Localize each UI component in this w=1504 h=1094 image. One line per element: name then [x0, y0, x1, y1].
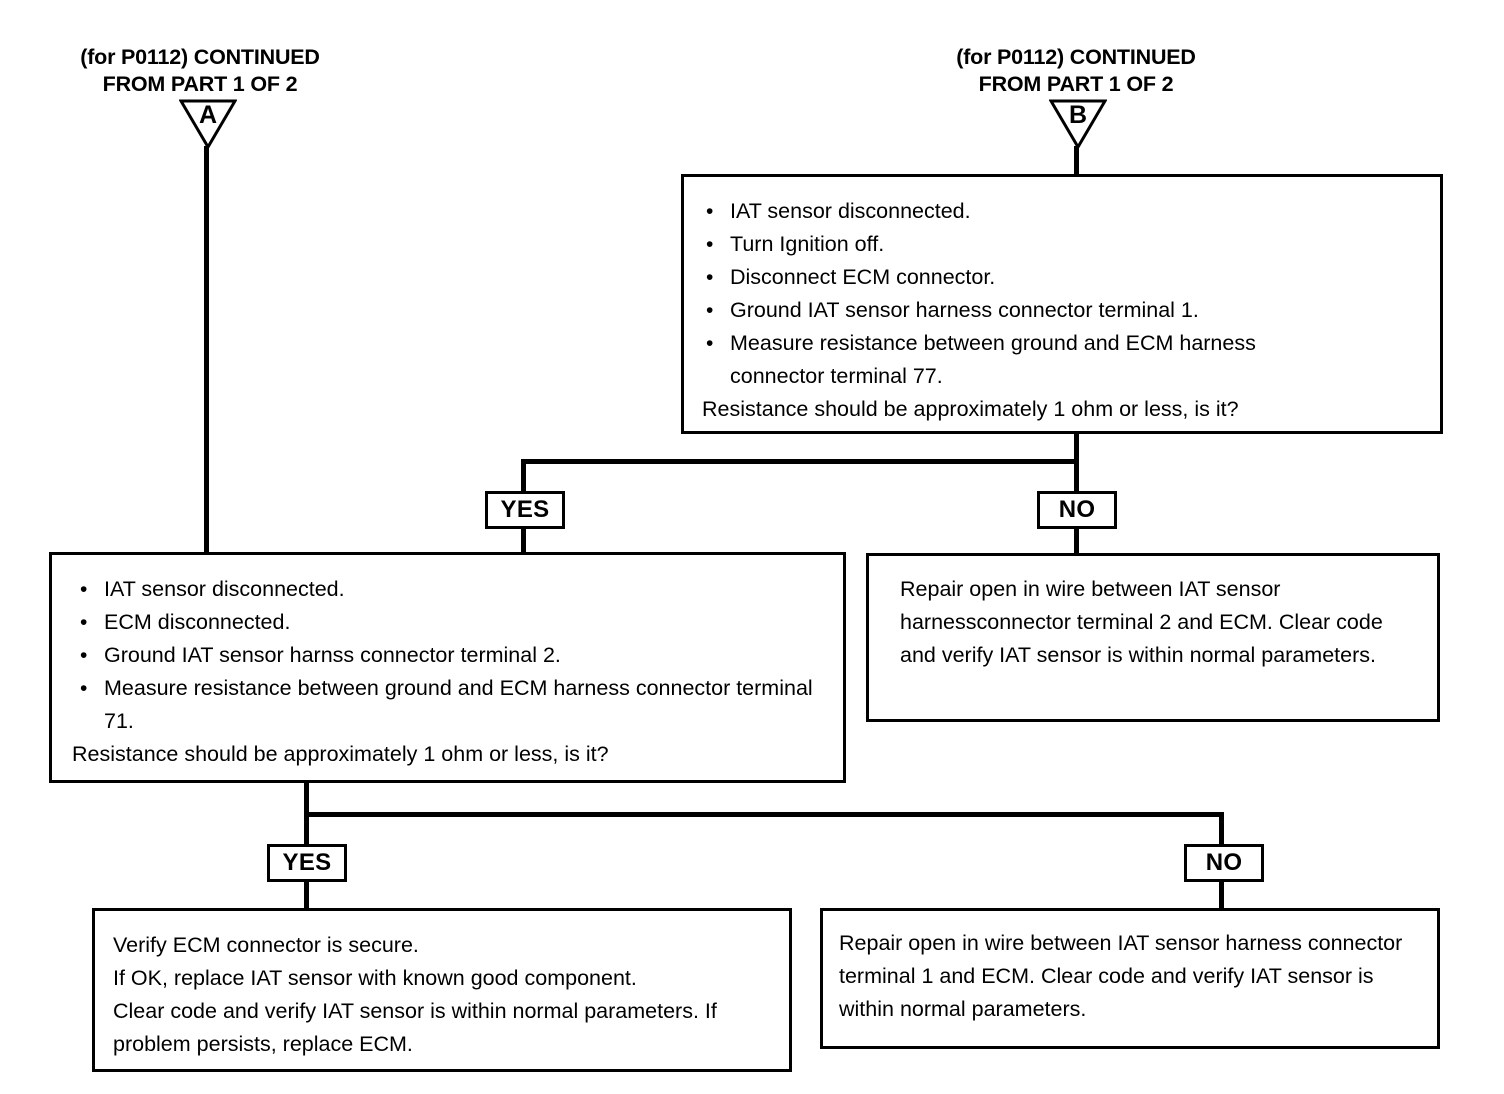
line-upper-yes-to-mid-left-box [521, 529, 526, 555]
list-item: Disconnect ECM connector. [698, 261, 1426, 294]
bullet-list: IAT sensor disconnected. Turn Ignition o… [698, 195, 1426, 393]
box-question-text: Resistance should be approximately 1 ohm… [702, 397, 1239, 421]
branch-label-lower-no: NO [1184, 844, 1264, 882]
box-body-text: Repair open in wire between IAT sensor h… [900, 577, 1383, 667]
list-item: Turn Ignition off. [698, 228, 1426, 261]
branch-label-upper-no: NO [1037, 491, 1117, 529]
header-left-continued-from: (for P0112) CONTINUED FROM PART 1 OF 2 [80, 45, 320, 96]
line-lower-no-to-bottom-right-box [1219, 882, 1224, 909]
list-item: Ground IAT sensor harness connector term… [698, 294, 1426, 327]
triangle-down-icon [1049, 99, 1107, 149]
line-a-to-mid-left-box [204, 146, 209, 555]
list-item: Measure resistance between ground and EC… [72, 672, 829, 738]
line-upper-yes-down [521, 459, 526, 492]
line-upper-no-to-mid-right-box [1074, 529, 1079, 555]
list-item: ECM disconnected. [72, 606, 829, 639]
box-top-right-iat-test-77: IAT sensor disconnected. Turn Ignition o… [681, 174, 1443, 434]
line-b-to-top-right-box [1074, 146, 1079, 177]
list-item: IAT sensor disconnected. [698, 195, 1426, 228]
connector-label-b: B [1068, 101, 1088, 129]
list-item: Measure resistance between ground and EC… [698, 327, 1426, 393]
triangle-down-icon [179, 99, 237, 149]
line-lower-branch-horizontal [304, 812, 1224, 817]
box-bottom-left-verify-ecm: Verify ECM connector is secure. If OK, r… [92, 908, 792, 1072]
connector-triangle-b: B [1049, 99, 1107, 149]
line-lower-yes-to-bottom-left-box [304, 882, 309, 909]
box-mid-left-iat-test-71: IAT sensor disconnected. ECM disconnecte… [49, 552, 846, 783]
header-right-continued-from: (for P0112) CONTINUED FROM PART 1 OF 2 [956, 45, 1196, 96]
branch-label-upper-yes: YES [485, 491, 565, 529]
bullet-list: IAT sensor disconnected. ECM disconnecte… [72, 573, 829, 738]
branch-label-lower-yes: YES [267, 844, 347, 882]
box-body-text: Repair open in wire between IAT sensor h… [839, 931, 1403, 1021]
line-lower-no-down [1219, 812, 1224, 845]
line-upper-branch-horizontal [521, 459, 1077, 464]
box-mid-right-repair-terminal-2: Repair open in wire between IAT sensor h… [866, 553, 1440, 722]
list-item: Ground IAT sensor harnss connector termi… [72, 639, 829, 672]
box-body-text: Verify ECM connector is secure. If OK, r… [113, 933, 717, 1056]
list-item: IAT sensor disconnected. [72, 573, 829, 606]
connector-label-a: A [198, 101, 218, 129]
connector-triangle-a: A [179, 99, 237, 149]
box-bottom-right-repair-terminal-1: Repair open in wire between IAT sensor h… [820, 908, 1440, 1049]
box-question-text: Resistance should be approximately 1 ohm… [72, 742, 609, 766]
